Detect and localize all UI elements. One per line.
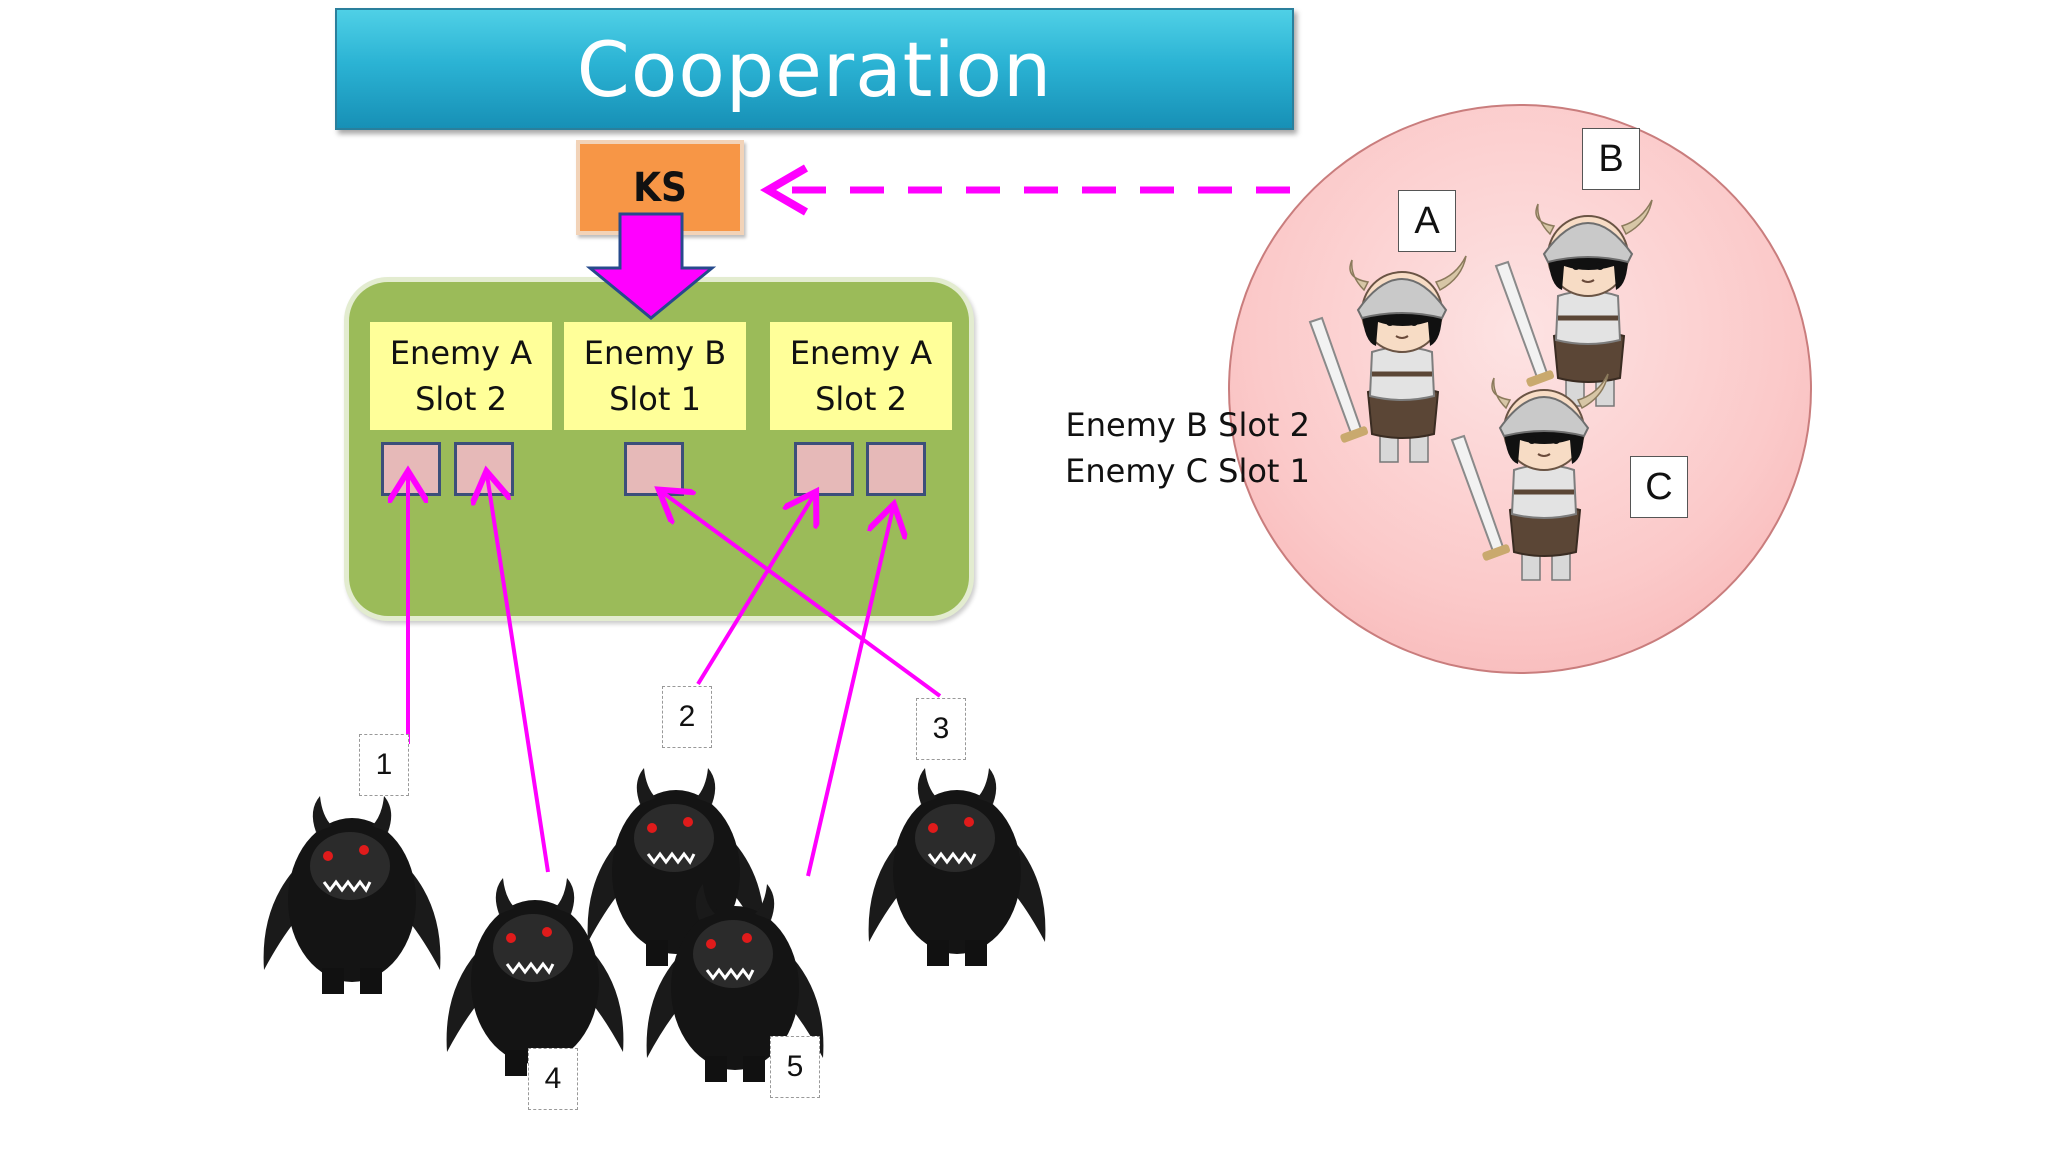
slot-label-2-slot: Slot 1 bbox=[609, 380, 701, 418]
title-text: Cooperation bbox=[576, 24, 1053, 114]
monster-number-4: 4 bbox=[528, 1048, 578, 1110]
side-note-line-2: Enemy C Slot 1 bbox=[1065, 452, 1310, 490]
title-banner: Cooperation bbox=[335, 8, 1294, 130]
slot-label-2: Enemy B Slot 1 bbox=[564, 322, 746, 430]
soldier-label-a: A bbox=[1398, 190, 1456, 252]
slot-label-3: Enemy A Slot 2 bbox=[770, 322, 952, 430]
monster-number-5: 5 bbox=[770, 1036, 820, 1098]
monster-number-2: 2 bbox=[662, 686, 712, 748]
slot-label-1: Enemy A Slot 2 bbox=[370, 322, 552, 430]
slot-label-1-enemy: Enemy A bbox=[389, 334, 533, 372]
monster-number-1: 1 bbox=[359, 734, 409, 796]
ks-down-arrow bbox=[585, 212, 717, 320]
arrow-2 bbox=[696, 495, 814, 686]
dashed-arrow-head bbox=[760, 164, 809, 216]
monster-number-3: 3 bbox=[916, 698, 966, 760]
slot-label-2-enemy: Enemy B bbox=[583, 334, 727, 372]
arrow-4 bbox=[487, 475, 550, 873]
side-note-line-1: Enemy B Slot 2 bbox=[1065, 406, 1310, 444]
slot-label-1-slot: Slot 2 bbox=[415, 380, 507, 418]
ks-label: KS bbox=[633, 164, 687, 211]
soldier-label-b: B bbox=[1582, 128, 1640, 190]
player-group-circle bbox=[1228, 104, 1812, 674]
soldier-label-c: C bbox=[1630, 456, 1688, 518]
slot-label-3-enemy: Enemy A bbox=[789, 334, 933, 372]
slot-label-3-slot: Slot 2 bbox=[815, 380, 907, 418]
side-note: Enemy B Slot 2 Enemy C Slot 1 bbox=[1060, 402, 1310, 494]
slot-square-5 bbox=[866, 442, 926, 496]
arrow-5 bbox=[806, 508, 893, 877]
arrow-3 bbox=[662, 492, 942, 698]
